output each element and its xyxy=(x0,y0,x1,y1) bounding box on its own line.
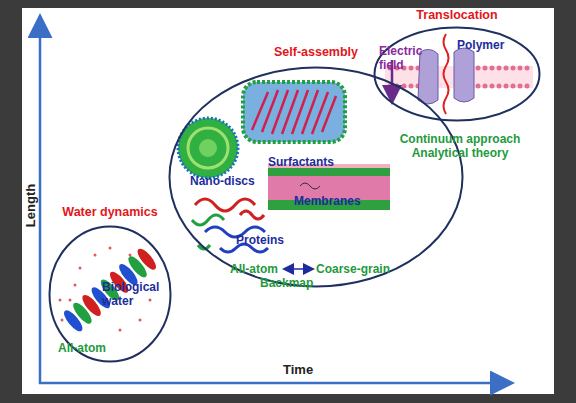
backmap-arrow xyxy=(285,268,312,270)
translocation-ellipse: TranslocationElectric fieldPolymerContin… xyxy=(373,26,541,122)
axis-label: Length xyxy=(23,183,38,226)
axis-label: Time xyxy=(283,362,313,377)
length-axis xyxy=(39,18,42,384)
time-axis xyxy=(39,382,510,385)
region-label: Electric field xyxy=(379,44,423,72)
region-label: Backmap xyxy=(260,276,313,290)
region-label: Nano-discs xyxy=(190,174,255,188)
region-label: Polymer xyxy=(457,38,504,52)
self-assembly-ellipse: Self-assemblySurfactantsNano-discsMembra… xyxy=(168,66,464,288)
water-dynamics-ellipse: Water dynamicsBiological waterAll-atom xyxy=(48,225,172,363)
region-label: Continuum approach Analytical theory xyxy=(395,132,525,160)
region-label: Proteins xyxy=(236,233,284,247)
region-heading: Translocation xyxy=(373,8,541,22)
region-label: Biological water xyxy=(102,280,164,308)
region-label: Coarse-grain xyxy=(316,262,390,276)
membrane-image xyxy=(268,164,390,210)
region-label: Surfactants xyxy=(268,155,334,169)
region-label: Membranes xyxy=(294,194,361,208)
region-label: All-atom xyxy=(230,262,278,276)
ellipse-shape xyxy=(375,28,540,121)
ellipse-shape xyxy=(50,227,171,362)
surfactant-image xyxy=(243,82,345,142)
region-label: All-atom xyxy=(58,341,106,355)
region-heading: Water dynamics xyxy=(48,205,172,219)
ellipse-shape xyxy=(170,68,463,287)
nanodisc-image xyxy=(178,118,238,178)
